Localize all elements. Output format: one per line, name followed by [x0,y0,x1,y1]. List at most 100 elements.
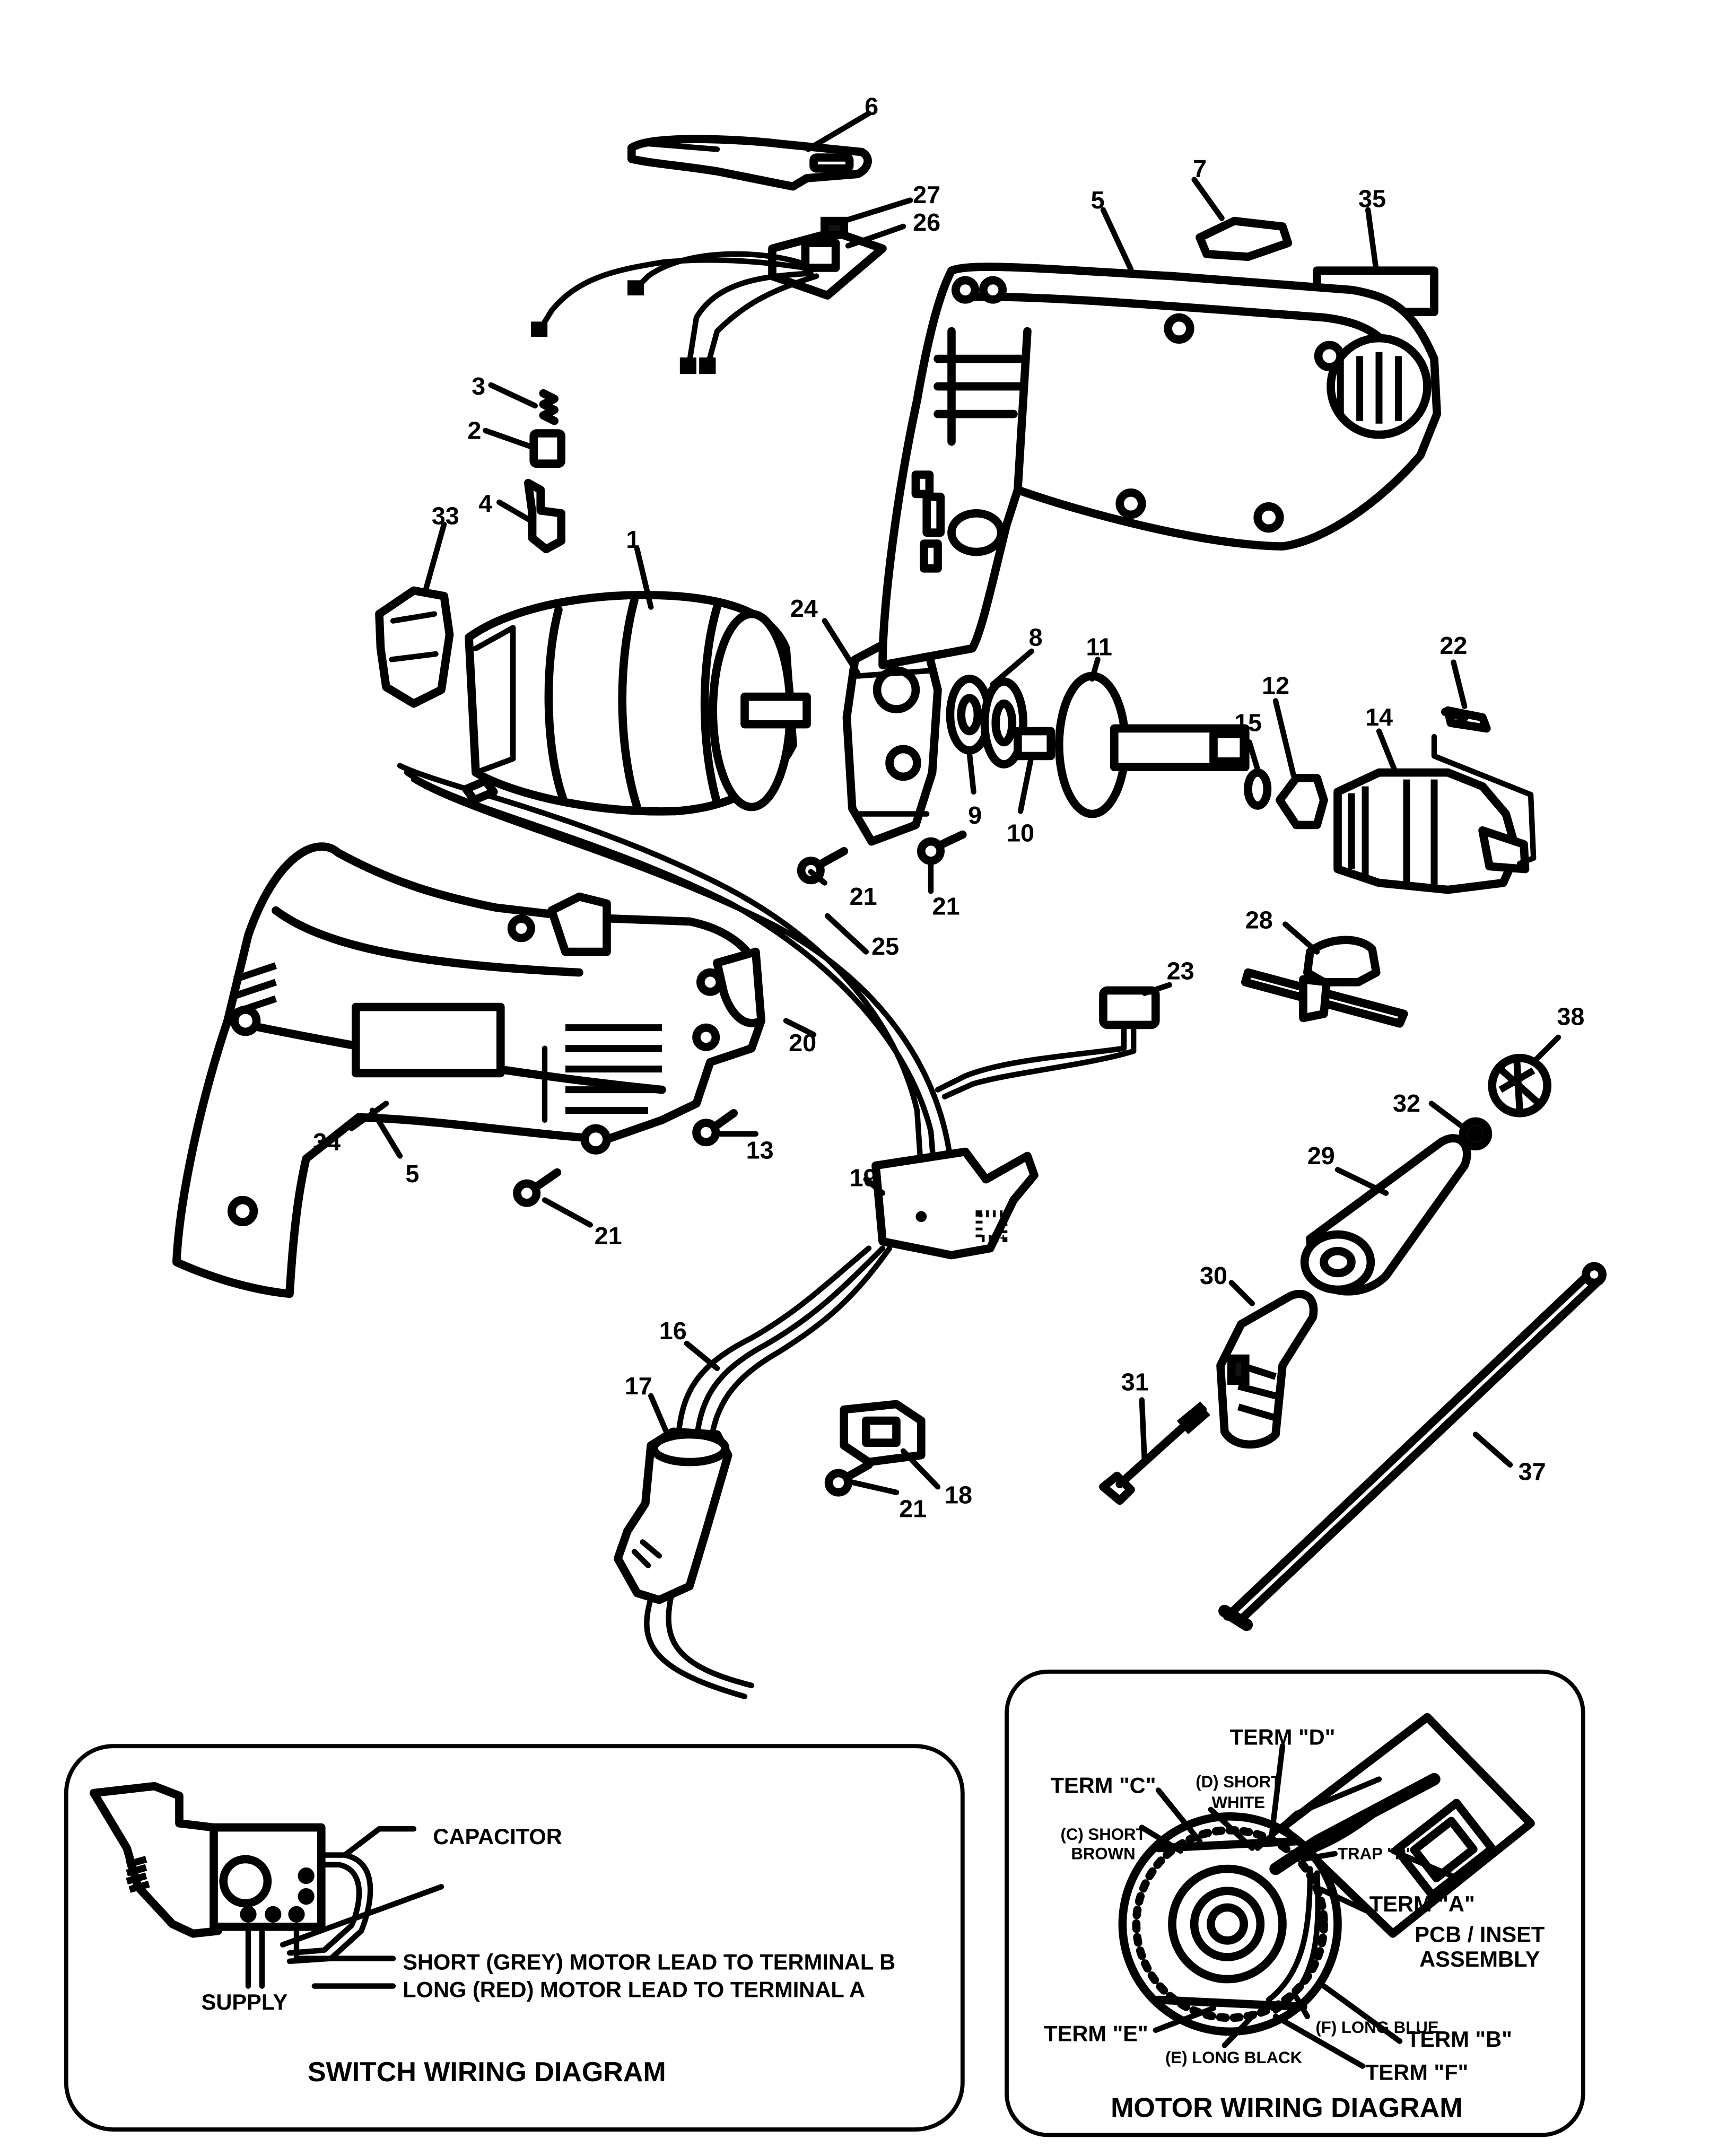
part-11-spindle [1055,671,1250,818]
part-5-housing-right [878,263,1442,669]
part-16-cord [644,1245,893,1699]
lead-20-25 [397,763,955,1217]
part-12-collar [1276,774,1328,830]
part-1-motor [465,591,811,816]
label-part-17: 17 [625,1372,652,1400]
switch-wiring-diagram: CAPACITOR SHORT (GREY) MOTOR LEAD TO TER… [64,1744,965,2132]
label-part-33: 33 [432,502,459,530]
label-part-6: 6 [865,92,878,120]
label-part-4: 4 [478,490,492,517]
e-long-black-label: (E) LONG BLACK [1165,2048,1303,2067]
supply-label: SUPPLY [202,1989,288,2014]
part-22-screw [1441,706,1491,733]
pcb-label-1: PCB / INSET [1415,1922,1545,1946]
label-part-28: 28 [1245,906,1273,933]
label-part-14: 14 [1365,703,1393,731]
short-lead-label: SHORT (GREY) MOTOR LEAD TO TERMINAL B [403,1949,895,1974]
label-part-38: 38 [1557,1002,1584,1030]
label-part-19: 19 [850,1164,877,1192]
label-part-27: 27 [913,181,940,208]
label-part-21-d: 21 [899,1495,927,1523]
part-32-nut [1459,1117,1493,1150]
chuck-key-bracket [1431,734,1537,867]
c-short-brown-label-2: BROWN [1071,1844,1135,1863]
capacitor-label: CAPACITOR [433,1824,562,1849]
term-d-label: TERM "D" [1230,1725,1336,1750]
label-part-11: 11 [1086,633,1112,661]
term-e-label: TERM "E" [1044,2021,1148,2046]
part-29-side-handle [1300,1134,1471,1296]
part-33-end-bracket [375,586,454,708]
part-37-depth-rod [1218,1262,1607,1631]
label-part-29: 29 [1307,1142,1335,1169]
label-part-31: 31 [1121,1368,1149,1395]
label-part-30: 30 [1200,1262,1227,1289]
label-part-7: 7 [1193,154,1207,182]
label-part-37: 37 [1519,1457,1546,1485]
label-part-13: 13 [746,1137,774,1164]
switch-wiring-title: SWITCH WIRING DIAGRAM [308,2057,666,2088]
part-4-brush-holder [524,478,565,554]
pcb-label-2: ASSEMBLY [1419,1946,1540,1971]
term-a-label: TERM "A" [1369,1891,1475,1916]
part-21-screw-b [917,830,967,865]
label-part-3: 3 [472,372,485,400]
label-part-22: 22 [1439,632,1467,659]
label-part-10: 10 [1007,819,1034,847]
label-part-24: 24 [790,595,818,622]
part-14-chuck [1333,768,1530,894]
part-2-brush [529,429,565,468]
part-17-cord-guard [614,1427,732,1604]
leader-lines [348,110,1561,1495]
part-21-screw-c [513,1168,562,1207]
part-13-screw [692,1109,738,1147]
motor-wiring-diagram: TERM "D" TERM "C" (D) SHORT WHITE (C) SH… [1005,1669,1585,2137]
label-part-12: 12 [1262,671,1289,699]
f-long-blue-label: (F) LONG BLUE [1315,2018,1438,2037]
part-24-gear-plate [842,633,942,846]
label-part-20: 20 [789,1029,816,1057]
part-38-knob [1488,1054,1552,1118]
part-23-connector [935,986,1160,1099]
part-number-labels-scaled: 6 27 26 7 5 35 3 2 4 33 1 24 8 11 22 12 … [313,92,1584,1522]
label-part-21-a: 21 [850,883,877,910]
part-10-pinion [1014,727,1055,761]
motor-wiring-title: MOTOR WIRING DIAGRAM [1111,2093,1462,2124]
part-28-chuck-key [1241,936,1408,1028]
trap-p-label: TRAP "P" [1338,1844,1414,1863]
part-31-bolt [1099,1401,1210,1505]
label-part-1: 1 [626,526,640,553]
label-part-35: 35 [1358,185,1386,213]
label-part-16: 16 [659,1317,687,1345]
d-short-white-label-2: WHITE [1212,1793,1265,1812]
term-f-label: TERM "F" [1365,2059,1468,2084]
part-7-switch-button [1196,216,1293,261]
part-5-housing-left [172,842,765,1298]
label-part-25: 25 [871,932,899,960]
label-part-32: 32 [1393,1089,1420,1117]
part-6-cover [627,135,872,191]
label-part-34: 34 [313,1128,341,1156]
label-part-18: 18 [945,1481,972,1509]
label-part-23: 23 [1167,957,1194,985]
part-18-cord-clamp [840,1400,926,1467]
c-short-brown-label-1: (C) SHORT [1060,1825,1146,1844]
label-part-9: 9 [968,801,982,829]
part-21-screw-d [824,1461,873,1497]
part-21-screw-a [797,847,848,885]
part-19-switch [871,1147,1039,1260]
label-part-5-top: 5 [1091,186,1105,214]
label-part-26: 26 [913,208,940,236]
label-part-5-bottom: 5 [405,1160,419,1188]
part-3-spring [539,389,559,425]
term-b-label: TERM "B" [1407,2027,1512,2052]
part-26-pcb [531,216,887,374]
term-c-label: TERM "C" [1051,1773,1156,1798]
d-short-white-label-1: (D) SHORT [1196,1773,1281,1791]
part-30-handle-clamp [1216,1290,1318,1449]
label-part-21-b: 21 [932,892,960,920]
label-part-21-c: 21 [595,1222,622,1250]
label-part-8: 8 [1029,623,1043,651]
label-part-15: 15 [1234,709,1262,737]
